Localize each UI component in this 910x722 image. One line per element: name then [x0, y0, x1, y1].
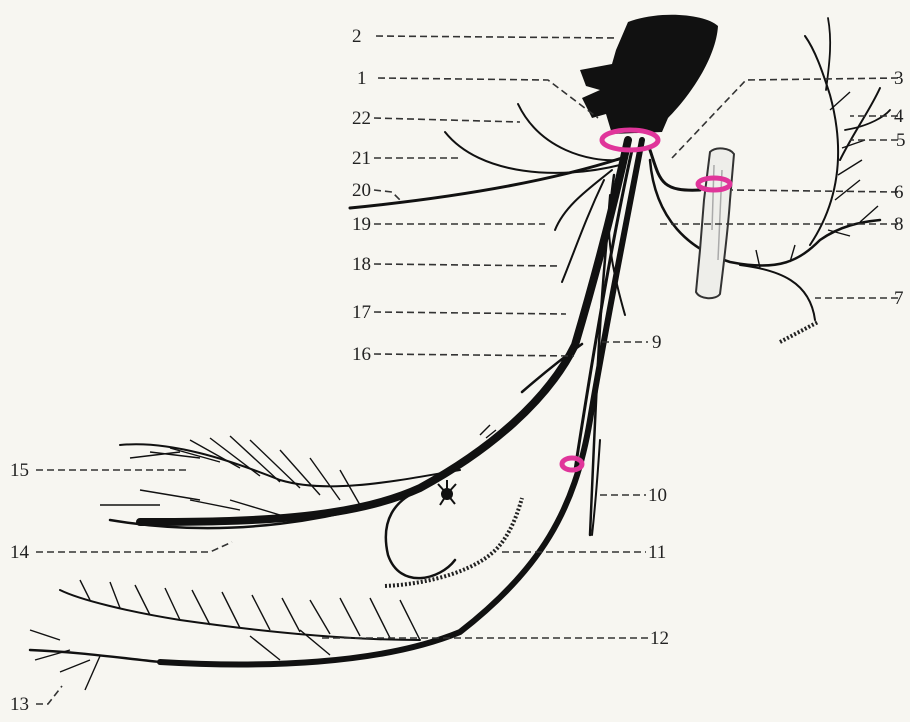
branch-20 — [350, 158, 622, 208]
label-14: 14 — [10, 542, 30, 563]
label-22: 22 — [352, 108, 371, 129]
label-9: 9 — [652, 332, 662, 353]
main-trunk-left — [140, 140, 628, 522]
label-3: 3 — [894, 68, 904, 89]
branch-7 — [740, 265, 815, 320]
branch-to-vessel — [650, 150, 700, 190]
branch-4 — [840, 88, 880, 160]
label-19: 19 — [352, 214, 371, 235]
label-12: 12 — [650, 628, 669, 649]
label-11: 11 — [648, 542, 666, 563]
label-17: 17 — [352, 302, 371, 323]
fiber-bundle-11 — [385, 498, 522, 586]
label-8: 8 — [894, 214, 904, 235]
label-18: 18 — [352, 254, 371, 275]
branch-8 — [650, 160, 880, 266]
label-21: 21 — [352, 148, 371, 169]
branch-19 — [555, 170, 612, 230]
label-5: 5 — [896, 130, 906, 151]
branch-3 — [805, 36, 838, 245]
label-7: 7 — [894, 288, 904, 309]
rootlets-lower-fan — [30, 580, 420, 690]
label-1: 1 — [357, 68, 367, 89]
ganglion-mass — [580, 15, 718, 134]
leader-lines — [36, 36, 898, 704]
label-13: 13 — [10, 694, 29, 715]
label-20: 20 — [352, 180, 371, 201]
label-16: 16 — [352, 344, 371, 365]
label-4: 4 — [894, 106, 904, 127]
fiber-stub-7 — [780, 322, 818, 342]
branch-14-loop — [386, 490, 455, 578]
small-ganglion-star — [438, 480, 456, 505]
label-15: 15 — [10, 460, 29, 481]
branch-15-fan — [120, 444, 460, 486]
label-10: 10 — [648, 485, 667, 506]
label-2: 2 — [352, 26, 362, 47]
main-trunk-right — [160, 140, 642, 664]
label-6: 6 — [894, 182, 904, 203]
branch-lower-fan — [60, 590, 420, 640]
